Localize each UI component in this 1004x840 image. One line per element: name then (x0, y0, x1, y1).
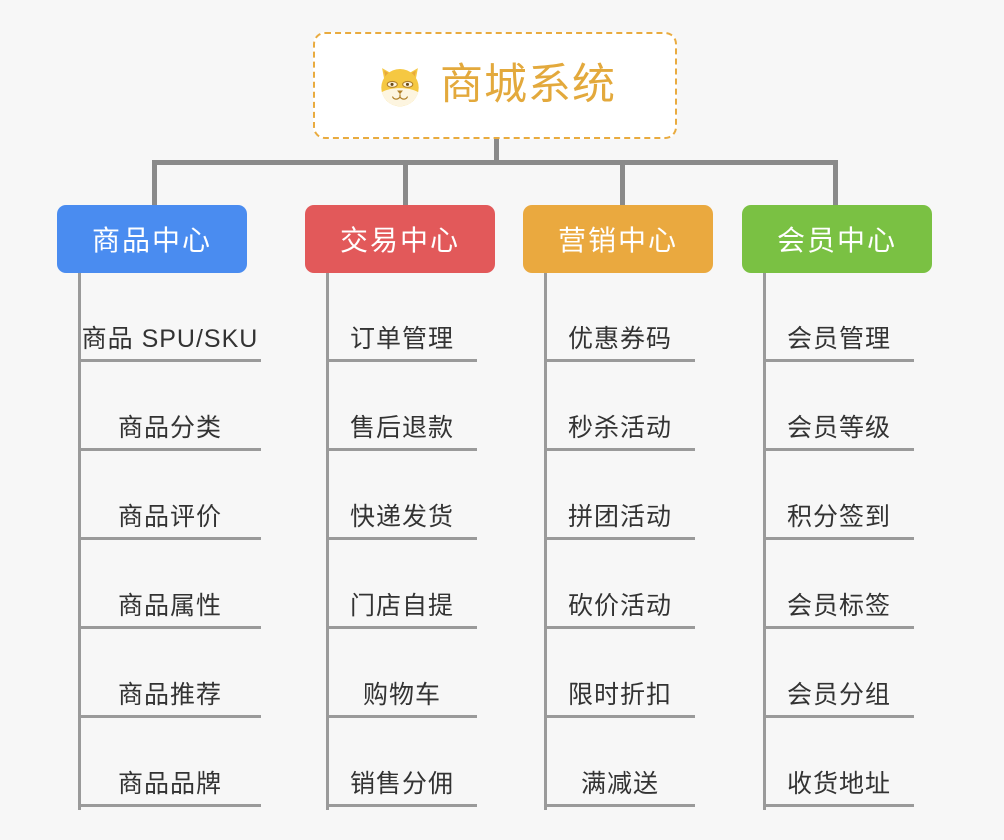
list-item-label: 砍价活动 (567, 592, 672, 620)
column-marketing-center: 营销中心 优惠券码 秒杀活动 拼团活动 砍价活动 限时折扣 满减送 (523, 205, 743, 810)
list-item[interactable]: 积分签到 (764, 451, 914, 540)
connector-drop-2 (403, 160, 408, 208)
column-body-member-center: 会员管理 会员等级 积分签到 会员标签 会员分组 收货地址 (742, 273, 962, 810)
column-header-product-center[interactable]: 商品中心 (57, 205, 247, 273)
list-item-label: 商品分类 (117, 414, 222, 442)
list-item-label: 收货地址 (786, 770, 891, 798)
list-item[interactable]: 商品评价 (79, 451, 261, 540)
list-item-label: 订单管理 (349, 325, 454, 353)
list-item[interactable]: 商品属性 (79, 540, 261, 629)
column-spine (544, 273, 547, 810)
list-item[interactable]: 快递发货 (327, 451, 477, 540)
column-body-marketing-center: 优惠券码 秒杀活动 拼团活动 砍价活动 限时折扣 满减送 (523, 273, 743, 810)
column-spine (78, 273, 81, 810)
list-item[interactable]: 秒杀活动 (545, 362, 695, 451)
shiba-dog-face-icon (381, 67, 419, 106)
column-header-member-center[interactable]: 会员中心 (742, 205, 932, 273)
column-trade-center: 交易中心 订单管理 售后退款 快递发货 门店自提 购物车 销售分佣 (305, 205, 525, 810)
list-item-label: 秒杀活动 (567, 414, 672, 442)
list-item[interactable]: 优惠券码 (545, 273, 695, 362)
list-item[interactable]: 订单管理 (327, 273, 477, 362)
list-item[interactable]: 购物车 (327, 629, 477, 718)
list-item[interactable]: 售后退款 (327, 362, 477, 451)
column-product-center: 商品中心 商品 SPU/SKU 商品分类 商品评价 商品属性 商品推荐 商品品牌 (57, 205, 277, 810)
list-item[interactable]: 商品品牌 (79, 718, 261, 807)
connector-drop-1 (152, 160, 157, 208)
list-item[interactable]: 商品 SPU/SKU (79, 273, 261, 362)
list-item[interactable]: 门店自提 (327, 540, 477, 629)
list-item-label: 会员标签 (786, 592, 891, 620)
list-item[interactable]: 拼团活动 (545, 451, 695, 540)
list-item[interactable]: 会员分组 (764, 629, 914, 718)
list-item-label: 门店自提 (349, 592, 454, 620)
list-item-label: 购物车 (362, 681, 441, 709)
connector-horizontal-bus (152, 160, 838, 165)
list-item-label: 商品属性 (117, 592, 222, 620)
column-body-product-center: 商品 SPU/SKU 商品分类 商品评价 商品属性 商品推荐 商品品牌 (57, 273, 277, 810)
column-spine (763, 273, 766, 810)
list-item[interactable]: 会员管理 (764, 273, 914, 362)
list-item-label: 快递发货 (349, 503, 454, 531)
list-item-label: 会员分组 (786, 681, 891, 709)
list-item[interactable]: 会员标签 (764, 540, 914, 629)
list-item-label: 销售分佣 (349, 770, 454, 798)
list-item-label: 商品品牌 (117, 770, 222, 798)
root-node[interactable]: 商城系统 (313, 32, 677, 139)
list-item[interactable]: 砍价活动 (545, 540, 695, 629)
list-item[interactable]: 商品推荐 (79, 629, 261, 718)
column-header-trade-center[interactable]: 交易中心 (305, 205, 495, 273)
connector-root-stem (494, 139, 499, 163)
column-header-marketing-center[interactable]: 营销中心 (523, 205, 713, 273)
column-spine (326, 273, 329, 810)
column-body-trade-center: 订单管理 售后退款 快递发货 门店自提 购物车 销售分佣 (305, 273, 525, 810)
root-title: 商城系统 (440, 61, 616, 109)
list-item[interactable]: 满减送 (545, 718, 695, 807)
list-item-label: 商品推荐 (117, 681, 222, 709)
connector-drop-4 (833, 160, 838, 208)
list-item-label: 优惠券码 (567, 325, 672, 353)
list-item[interactable]: 销售分佣 (327, 718, 477, 807)
list-item-label: 限时折扣 (567, 681, 672, 709)
list-item-label: 售后退款 (349, 414, 454, 442)
list-item-label: 会员等级 (786, 414, 891, 442)
column-member-center: 会员中心 会员管理 会员等级 积分签到 会员标签 会员分组 收货地址 (742, 205, 962, 810)
list-item[interactable]: 商品分类 (79, 362, 261, 451)
list-item-label: 商品评价 (117, 503, 222, 531)
list-item-label: 会员管理 (786, 325, 891, 353)
list-item[interactable]: 会员等级 (764, 362, 914, 451)
list-item-label: 拼团活动 (567, 503, 672, 531)
list-item[interactable]: 收货地址 (764, 718, 914, 807)
list-item[interactable]: 限时折扣 (545, 629, 695, 718)
list-item-label: 积分签到 (786, 503, 891, 531)
list-item-label: 满减送 (580, 770, 659, 798)
connector-drop-3 (620, 160, 625, 208)
list-item-label: 商品 SPU/SKU (81, 325, 259, 353)
chart-columns: 商品中心 商品 SPU/SKU 商品分类 商品评价 商品属性 商品推荐 商品品牌… (0, 205, 1004, 825)
